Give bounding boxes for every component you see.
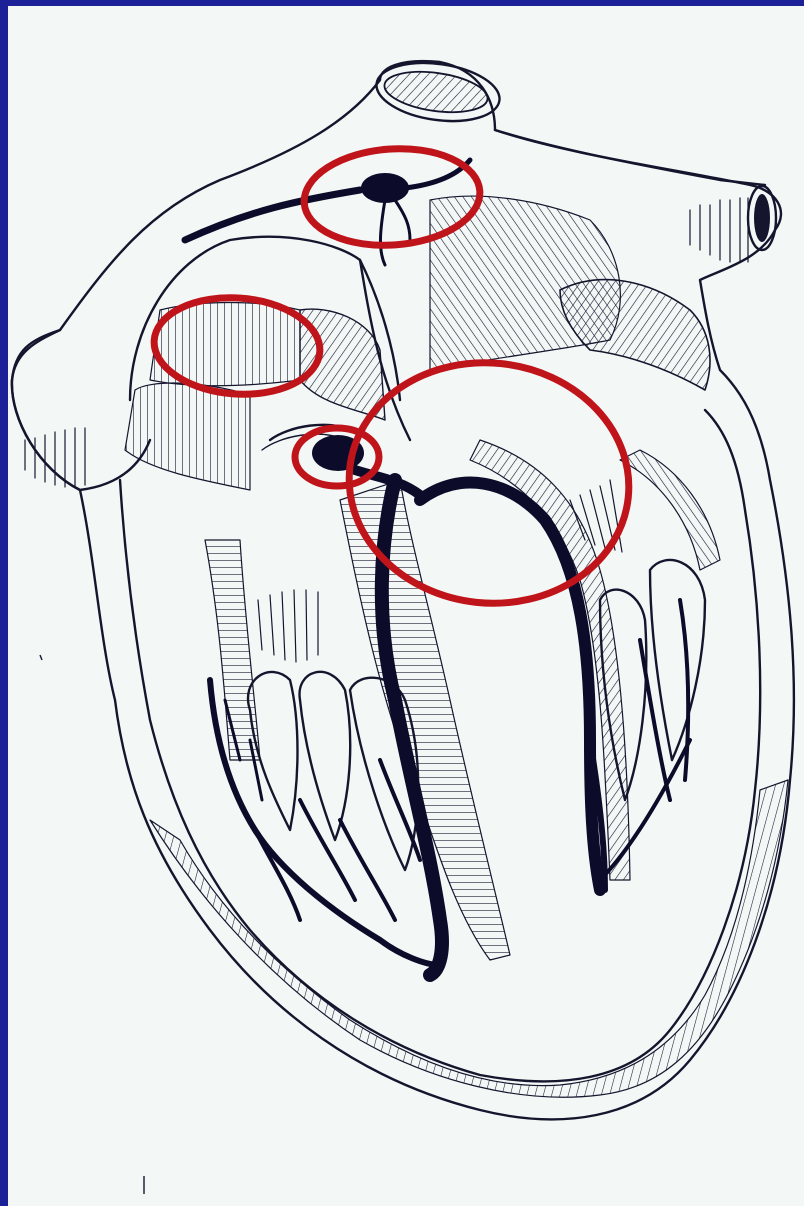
pulmonary-vein [495,130,765,185]
mitral-valve-flap [560,280,710,390]
vena-cava [12,330,150,490]
left-ventricle-wall-hatch [470,440,630,880]
internodal-tract-down [380,200,385,265]
papillary-muscle-left-2 [650,560,705,760]
fossa-hatching [125,383,250,490]
lateral-wall-hatch [620,450,720,570]
septum-hatching [340,480,510,960]
